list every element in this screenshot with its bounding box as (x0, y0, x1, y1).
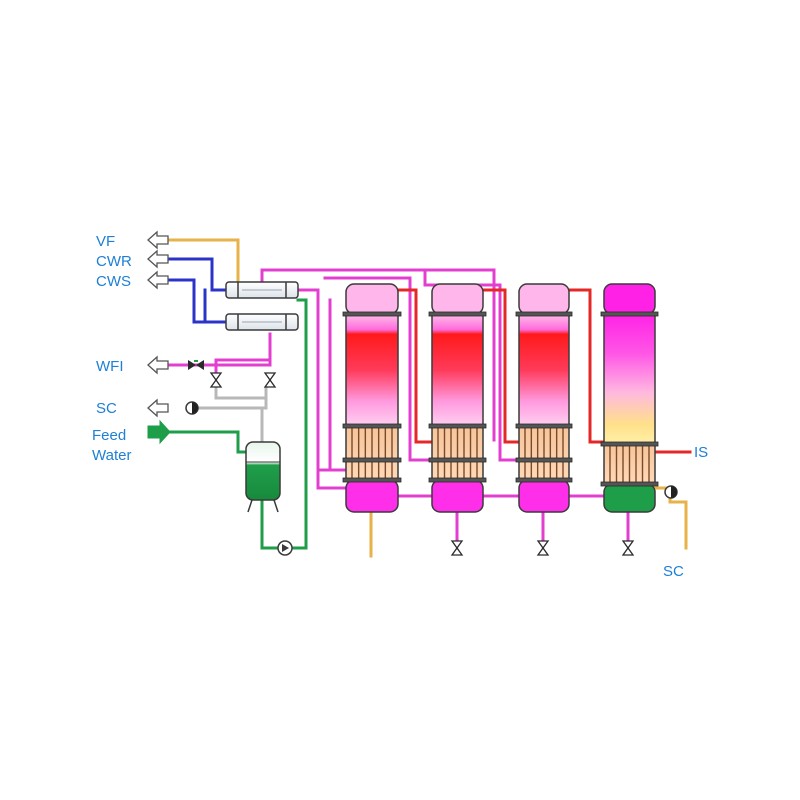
flange (342, 311, 402, 317)
vf-label: VF (96, 233, 115, 250)
feed-water-tank (245, 441, 281, 513)
sc-left-trap-icon (185, 401, 199, 415)
pipe-network (164, 238, 692, 558)
sc-right-label: SC (663, 563, 684, 580)
column3-vapor-feed (423, 268, 522, 462)
flange (342, 423, 402, 429)
column-3-internals (515, 311, 573, 483)
green-arrow-icon (147, 419, 171, 445)
sc-left-line (196, 387, 268, 410)
vf-line (164, 238, 240, 294)
flange (428, 457, 487, 463)
cwr-label: CWR (96, 253, 132, 270)
valve-icon (450, 540, 464, 556)
valve-icon (209, 372, 223, 388)
cws-label: CWS (96, 273, 131, 290)
sc-right-trap-icon (664, 485, 678, 499)
hollow-arrow-icon (147, 230, 169, 250)
hollow-arrow-icon (147, 355, 169, 375)
flange (342, 477, 402, 483)
pump-suction-line (260, 498, 278, 550)
condenser (225, 281, 299, 299)
feed-water-line (164, 430, 250, 454)
flange (600, 311, 659, 317)
column2-vapor-feed (323, 276, 434, 462)
valve-icon (621, 540, 635, 556)
hollow-arrow-icon (147, 249, 169, 269)
valve-icon (188, 360, 204, 370)
valve-icon (263, 372, 277, 388)
condensate-branch (214, 387, 268, 400)
flange (342, 457, 402, 463)
flange (428, 423, 487, 429)
column-2 (431, 283, 484, 513)
bottom-feed-line (316, 468, 348, 490)
column-3 (518, 283, 570, 513)
flange (600, 481, 659, 487)
sc-left-label: SC (96, 400, 117, 417)
pump-icon (277, 540, 293, 556)
vertical-valves (209, 372, 635, 556)
flange (428, 477, 487, 483)
flange (515, 457, 573, 463)
feed-water-label-line2: Water (92, 447, 131, 464)
wfi-label: WFI (96, 358, 124, 375)
column-4-internals (600, 311, 659, 487)
hollow-arrow-icon (147, 270, 169, 290)
sc-right-line (653, 486, 688, 550)
flange (515, 311, 573, 317)
cws-line (164, 278, 228, 324)
column-1-internals (342, 311, 402, 483)
condenser-overhead-line (260, 268, 496, 442)
flange (428, 311, 487, 317)
flange (515, 477, 573, 483)
column1-overhead-line (296, 288, 349, 472)
flange (515, 423, 573, 429)
valve-icon (536, 540, 550, 556)
column-2-internals (428, 311, 487, 483)
valve-feed-line (214, 358, 272, 374)
hollow-arrow-icon (147, 398, 169, 418)
pump-discharge-line (292, 298, 308, 550)
cooler (225, 313, 299, 331)
column-details (342, 311, 659, 487)
feed-water-label-line1: Feed (92, 427, 126, 444)
is-label: IS (694, 444, 708, 461)
flange (600, 441, 659, 447)
cwr-line (164, 257, 228, 292)
outlet-arrows (147, 230, 169, 418)
